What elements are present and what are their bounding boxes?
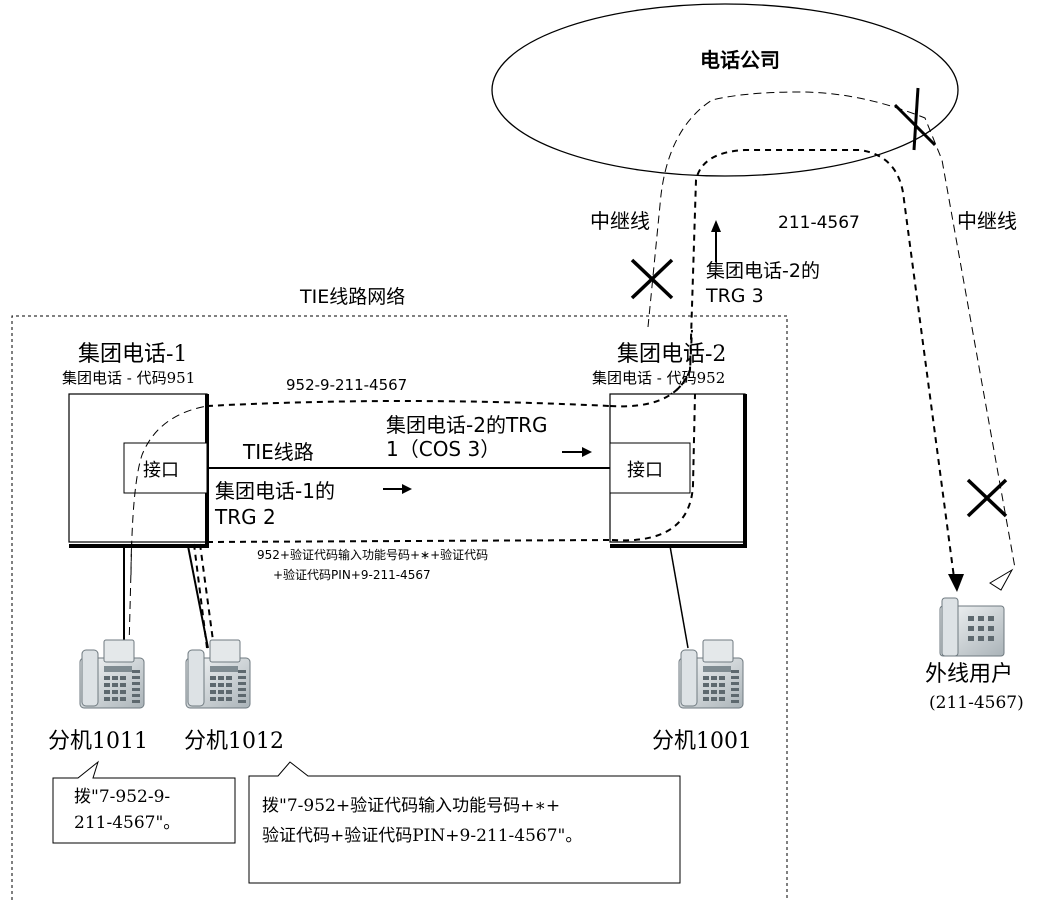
pbx2-code: 集团电话 - 代码952 — [592, 369, 725, 387]
pbx2-title: 集团电话-2 — [617, 342, 726, 367]
phone-ext-1011-icon — [79, 639, 145, 709]
pbx1-code: 集团电话 - 代码951 — [62, 369, 195, 387]
trg1-label-line2: 1（COS 3） — [386, 437, 500, 461]
ext-line-1012 — [187, 545, 209, 649]
callout-ext-1011-line1: 拨"7-952-9- — [74, 787, 170, 807]
outside-arrowhead — [948, 574, 964, 592]
callout-ext-1012-line1: 拨"7-952+验证代码输入功能号码+∗+ — [262, 796, 560, 816]
failed-route-path — [128, 91, 1016, 649]
trg1-label-line1: 集团电话-2的TRG — [386, 413, 548, 437]
callout-ext-1011 — [52, 760, 236, 844]
outside-open-arrowhead — [989, 568, 1014, 591]
callout-ext-1012 — [248, 761, 681, 884]
tie-network-label: TIE线路网络 — [299, 286, 405, 308]
ext-1001-label: 分机1001 — [652, 729, 752, 754]
pbx1-title: 集团电话-1 — [78, 342, 187, 367]
trg3-arrowhead — [711, 220, 721, 232]
blocked-x-mark-top — [893, 87, 937, 151]
phone-ext-1001-icon — [678, 639, 744, 709]
phone-company-label: 电话公司 — [700, 48, 780, 72]
blocked-x-mark-mid — [630, 258, 674, 300]
outside-party-label: 外线用户 — [925, 662, 1013, 687]
callout-ext-1011-line2: 211-4567"。 — [74, 813, 180, 833]
ext-1012-label: 分机1012 — [184, 729, 284, 754]
route-bottom-line2: +验证代码PIN+9-211-4567 — [273, 567, 431, 582]
pbx2-interface-label: 接口 — [627, 460, 663, 481]
ext-line-1001 — [669, 545, 689, 649]
trunk-label-right: 中继线 — [957, 209, 1017, 233]
phone-ext-1012-icon — [185, 639, 251, 709]
dialed-number-label: 211-4567 — [778, 213, 860, 233]
blocked-x-mark-right — [966, 478, 1008, 518]
outside-party-number: (211-4567) — [929, 693, 1024, 713]
trg3-label-line2: TRG 3 — [705, 285, 764, 307]
pbx1-interface-label: 接口 — [143, 460, 179, 481]
route-inside-pbx1 — [130, 405, 208, 576]
callout-ext-1012-line2: 验证代码+验证代码PIN+9-211-4567"。 — [262, 826, 582, 846]
tie-route-path-down — [199, 543, 215, 649]
route-inside-pbx2 — [609, 329, 696, 542]
tie-network-boundary — [11, 315, 788, 900]
tie-line-label: TIE线路 — [242, 440, 314, 464]
pbx2-interface — [609, 442, 691, 494]
trg2-label-line2: TRG 2 — [214, 505, 276, 529]
outside-phone-icon — [939, 597, 1005, 657]
trg2-label-line1: 集团电话-1的 — [215, 479, 335, 503]
trg3-label-line1: 集团电话-2的 — [706, 260, 820, 282]
trunk-label-left: 中继线 — [590, 209, 650, 233]
phone-company-cloud — [491, 3, 959, 177]
ext-1011-label: 分机1011 — [48, 729, 148, 754]
route-bottom-line1: 952+验证代码输入功能号码+∗+验证代码 — [257, 547, 488, 562]
route-top-label: 952-9-211-4567 — [286, 376, 407, 394]
